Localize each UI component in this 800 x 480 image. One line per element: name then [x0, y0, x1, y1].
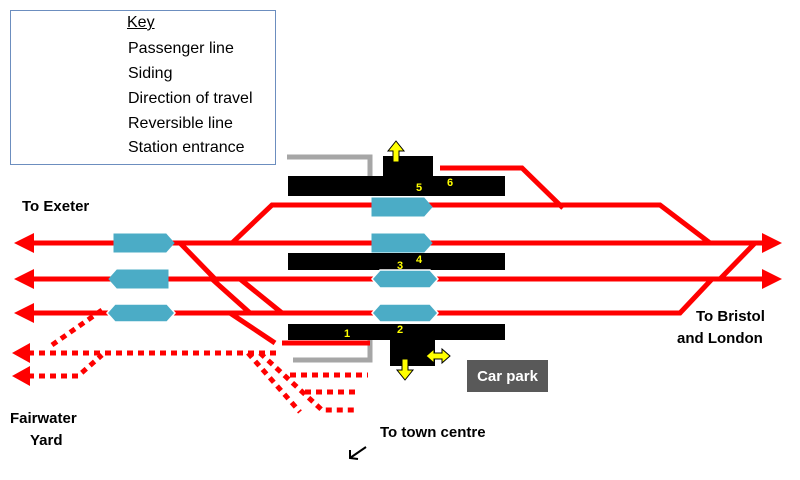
- key-entrance-label: Station entrance: [128, 139, 245, 156]
- direction-arrow-upper-loop: [371, 197, 433, 217]
- label-bristol-line2: and London: [677, 330, 763, 347]
- crossover-d: [228, 310, 277, 346]
- direction-arrow-line1-east: [371, 233, 433, 253]
- label-town-centre: To town centre: [380, 424, 486, 441]
- platform-number-4: 4: [416, 254, 423, 266]
- station-entrances: [386, 140, 451, 381]
- platform-number-2: 2: [397, 324, 404, 336]
- car-park-label: Car park: [467, 360, 548, 392]
- arrowhead-exeter-1: [14, 233, 34, 253]
- reversible-arrow-line2-east: [370, 269, 440, 289]
- reversible-arrow-line3-west: [105, 303, 177, 323]
- crossover-b: [210, 277, 252, 315]
- key-title: Key: [127, 14, 155, 31]
- arrowhead-fairwater-2: [12, 366, 30, 386]
- line-arrowheads: [12, 233, 782, 386]
- arrowhead-fairwater-1: [12, 343, 30, 363]
- platform-number-1: 1: [344, 328, 351, 340]
- building-south: [390, 338, 435, 366]
- platform6-line: [440, 165, 565, 210]
- crossover-c: [238, 277, 714, 316]
- platform-3-4: [288, 253, 505, 270]
- label-exeter: To Exeter: [22, 198, 90, 215]
- arrowhead-exeter-3: [14, 303, 34, 323]
- loop-line: [230, 202, 712, 245]
- label-bristol-line1: To Bristol: [696, 308, 765, 325]
- key-reversible-label: Reversible line: [128, 115, 233, 132]
- key-siding-label: Siding: [128, 65, 173, 82]
- town-centre-pointer: [349, 446, 367, 460]
- platform-5-6: [288, 176, 505, 196]
- travel-arrows: [105, 197, 440, 323]
- key-box: [10, 10, 276, 165]
- entrance-north-arrow: [386, 140, 406, 163]
- key-direction-label: Direction of travel: [128, 90, 253, 107]
- arrowhead-bristol-1: [762, 233, 782, 253]
- platform-number-5: 5: [416, 182, 423, 194]
- arrowhead-bristol-2: [762, 269, 782, 289]
- grey-stub-top: [287, 154, 373, 178]
- label-fairwater-line1: Fairwater: [10, 410, 77, 427]
- platform-number-3: 3: [397, 260, 404, 272]
- platform-1-2: [288, 324, 505, 340]
- entrance-east-arrow: [425, 347, 451, 365]
- entrance-south-arrow: [395, 358, 415, 381]
- crossover-a: [178, 241, 217, 281]
- sidings: [28, 307, 368, 414]
- building-north: [383, 156, 433, 178]
- key-passenger-line-label: Passenger line: [128, 40, 234, 57]
- direction-arrow-line2-west: [108, 269, 169, 289]
- label-fairwater-line2: Yard: [30, 432, 63, 449]
- direction-arrow-line1-west: [113, 233, 175, 253]
- arrowhead-exeter-2: [14, 269, 34, 289]
- siding-town-1: [246, 351, 302, 414]
- siding-fairwater-lower: [28, 353, 104, 379]
- reversible-arrow-line3-east: [370, 303, 440, 323]
- platform-number-6: 6: [447, 177, 454, 189]
- platforms: [288, 156, 505, 366]
- crossover-e: [718, 241, 757, 281]
